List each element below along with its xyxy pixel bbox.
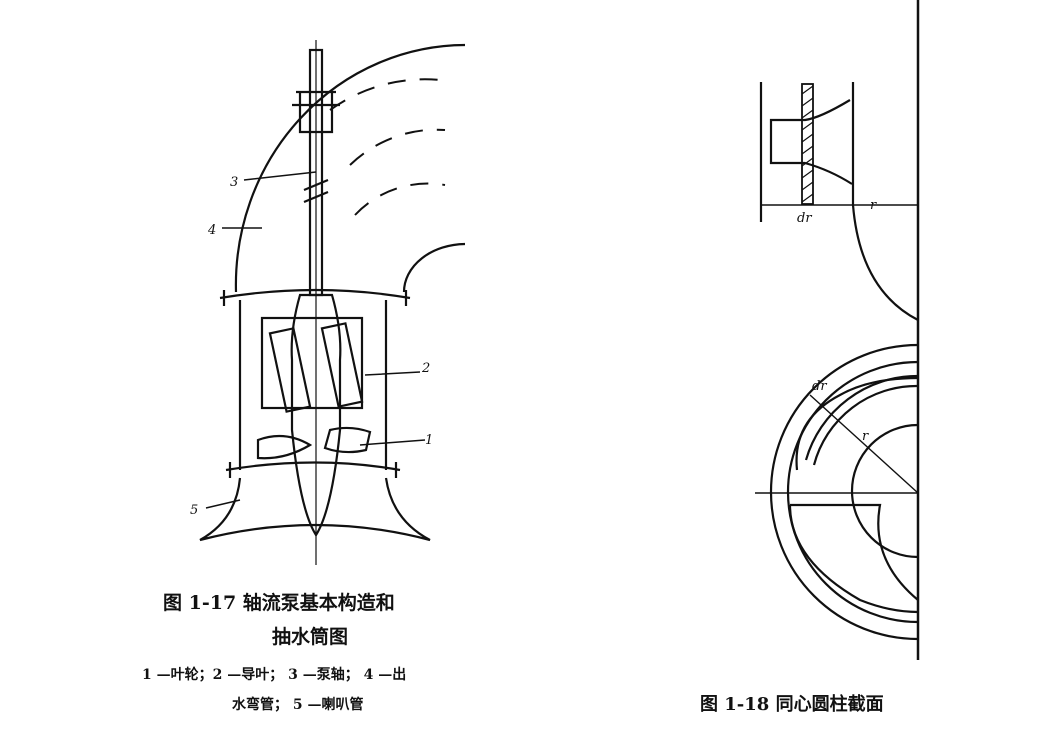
guide-vane-section-lower xyxy=(788,503,919,614)
guide-vane-frame xyxy=(260,316,364,410)
outlet-elbow-outer xyxy=(234,43,466,293)
axial-pump-diagram: 1 2 3 4 5 xyxy=(190,40,466,565)
label-dr-top: dr xyxy=(797,211,812,226)
guide-vane-left xyxy=(268,327,312,413)
hatched-ring-outer xyxy=(804,374,919,461)
upper-flange xyxy=(219,288,411,306)
figure-17-caption-line2: 抽水筒图 xyxy=(272,626,349,648)
flow-curve xyxy=(851,204,919,321)
guide-vane-right xyxy=(320,322,364,408)
hatched-ring-inner xyxy=(812,384,919,466)
leader-lines xyxy=(205,171,426,509)
label-2: 2 xyxy=(421,361,430,376)
figure-18-caption: 图 1-18 同心圆柱截面 xyxy=(700,694,884,715)
outlet-elbow-inner xyxy=(402,242,466,293)
bell-mouth xyxy=(199,477,431,542)
figure-17-caption-line1: 图 1-17 轴流泵基本构造和 xyxy=(163,592,395,614)
label-r-top: r xyxy=(870,198,877,213)
ring-2 xyxy=(786,360,919,624)
guide-vane-section-upper xyxy=(795,376,919,471)
pump-casing xyxy=(238,300,388,470)
elbow-flow-dashes xyxy=(329,78,446,216)
label-1: 1 xyxy=(425,433,433,448)
label-4: 4 xyxy=(207,223,216,238)
figure-17-legend-line2: 水弯管； 5 —喇叭管 xyxy=(232,697,364,713)
hatched-strip xyxy=(801,83,814,205)
outer-circle xyxy=(769,343,919,641)
concentric-cylinder-diagram: dr r dr r xyxy=(755,0,920,660)
hub-circle xyxy=(850,423,919,559)
shaft-seal xyxy=(292,90,340,134)
hatch-lines xyxy=(801,85,814,203)
label-r-bottom: r xyxy=(862,429,869,444)
figure-17-legend-line1: 1 —叶轮；2 —导叶； 3 —泵轴； 4 —出 xyxy=(142,667,407,683)
radius-line xyxy=(809,394,919,494)
lower-flange xyxy=(225,461,401,478)
hub xyxy=(290,293,342,538)
shaft-break xyxy=(303,178,329,204)
label-dr-bottom: dr xyxy=(812,379,827,394)
label-5: 5 xyxy=(190,503,198,518)
label-3: 3 xyxy=(230,175,238,190)
blade-profile xyxy=(769,99,853,185)
impeller-blades xyxy=(256,426,372,460)
